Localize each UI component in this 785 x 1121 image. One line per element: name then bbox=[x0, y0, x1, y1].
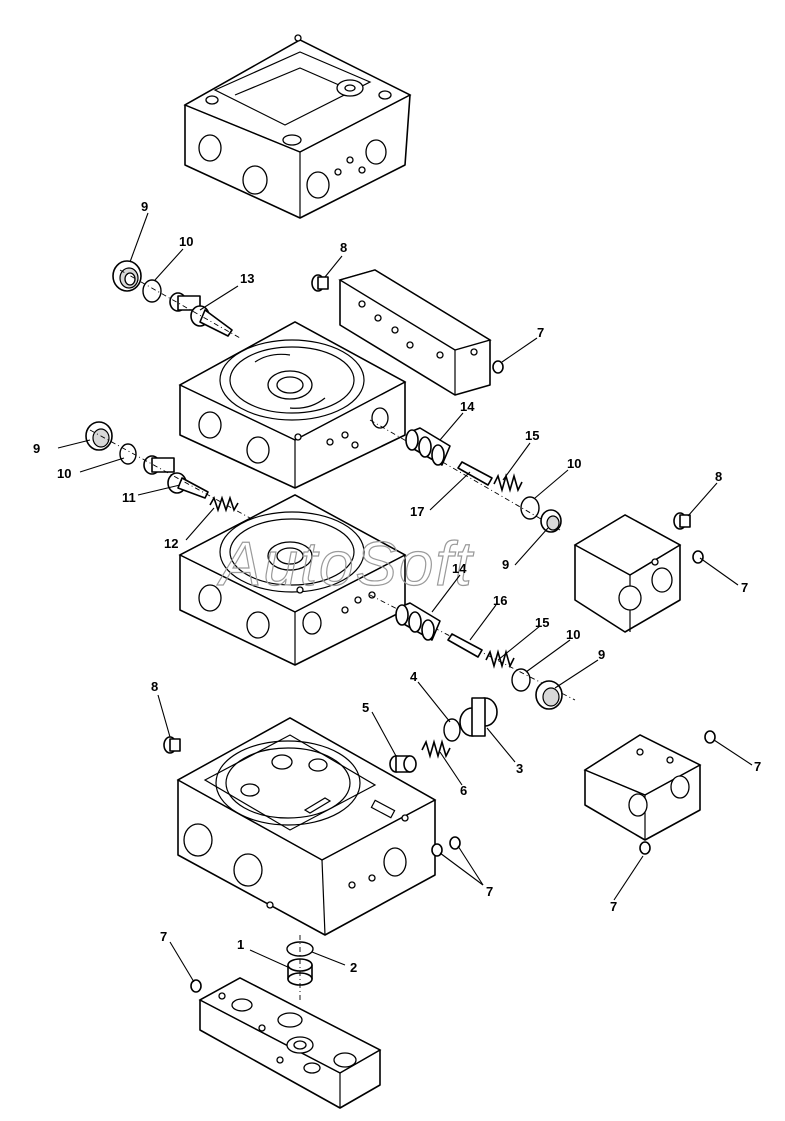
callout-16: 16 bbox=[493, 593, 507, 608]
callout-17: 17 bbox=[410, 504, 424, 519]
callout-15: 15 bbox=[525, 428, 539, 443]
callout-11: 11 bbox=[122, 490, 136, 505]
left-oring-10 bbox=[119, 443, 137, 465]
right-small-screw-upper-7 bbox=[704, 730, 716, 744]
plug-3 bbox=[459, 697, 498, 737]
callout-8: 8 bbox=[715, 469, 722, 484]
callout-7: 7 bbox=[486, 884, 493, 899]
lower-plug-9 bbox=[535, 680, 563, 710]
callout-13: 13 bbox=[240, 271, 254, 286]
callout-10: 10 bbox=[566, 627, 580, 642]
bottom-plate bbox=[198, 977, 382, 1109]
lower-middle-block bbox=[178, 494, 407, 666]
bottom-main-block bbox=[176, 717, 437, 936]
callout-10: 10 bbox=[179, 234, 193, 249]
callout-8: 8 bbox=[340, 240, 347, 255]
callout-14: 14 bbox=[452, 561, 467, 576]
right-plug-8 bbox=[673, 512, 691, 530]
callout-4: 4 bbox=[410, 669, 418, 684]
callout-9: 9 bbox=[598, 647, 605, 662]
bottom-screws-7 bbox=[431, 836, 461, 857]
upper-left-plug-9 bbox=[112, 260, 142, 292]
right-side-block bbox=[573, 514, 682, 633]
callout-7: 7 bbox=[754, 759, 761, 774]
top-cover-block bbox=[183, 34, 412, 219]
left-plug-9 bbox=[85, 421, 113, 451]
right-small-block bbox=[583, 734, 702, 841]
callout-8: 8 bbox=[151, 679, 158, 694]
lower-spool-14 bbox=[395, 602, 441, 641]
upper-middle-block bbox=[178, 321, 407, 489]
callout-6: 6 bbox=[460, 783, 467, 798]
bottom-plug-8 bbox=[163, 736, 181, 754]
upper-rod-17 bbox=[457, 461, 493, 486]
upper-spring-15 bbox=[493, 473, 523, 493]
upper-left-oring-10 bbox=[142, 279, 162, 303]
callout-10: 10 bbox=[567, 456, 581, 471]
upper-plug-8 bbox=[311, 274, 329, 292]
right-screw-7 bbox=[692, 550, 704, 564]
callout-7: 7 bbox=[610, 899, 617, 914]
callout-10: 10 bbox=[57, 466, 71, 481]
right-plug-9 bbox=[540, 509, 562, 533]
right-small-screw-lower-7 bbox=[639, 841, 651, 855]
callout-5: 5 bbox=[362, 700, 369, 715]
callout-9: 9 bbox=[33, 441, 40, 456]
callout-9: 9 bbox=[141, 199, 148, 214]
lower-oring-10 bbox=[511, 668, 531, 692]
upper-screw-7 bbox=[492, 360, 504, 374]
spring-6 bbox=[421, 739, 451, 759]
callout-7: 7 bbox=[741, 580, 748, 595]
callout-9: 9 bbox=[502, 557, 509, 572]
left-spring-12 bbox=[209, 495, 239, 513]
callout-2: 2 bbox=[350, 960, 357, 975]
oring-4 bbox=[443, 718, 461, 742]
upper-right-oring-10 bbox=[520, 496, 540, 520]
watermark-text: AutoSoft bbox=[216, 530, 475, 599]
plunger-5 bbox=[389, 755, 417, 773]
callout-15: 15 bbox=[535, 615, 549, 630]
callout-7: 7 bbox=[160, 929, 167, 944]
upper-spool-14 bbox=[405, 427, 451, 466]
side-plate-upper bbox=[338, 269, 492, 396]
callout-7: 7 bbox=[537, 325, 544, 340]
callout-1: 1 bbox=[237, 937, 244, 952]
leader-lines bbox=[57, 212, 753, 983]
bottom-plate-screw-7 bbox=[190, 979, 202, 993]
callout-3: 3 bbox=[516, 761, 523, 776]
callout-labels: 9 10 13 8 7 14 9 10 15 10 8 17 11 12 9 7… bbox=[33, 199, 761, 975]
callout-14: 14 bbox=[460, 399, 475, 414]
callout-12: 12 bbox=[164, 536, 178, 551]
upper-left-valve-13 bbox=[169, 292, 233, 337]
lower-rod-16 bbox=[447, 633, 483, 658]
